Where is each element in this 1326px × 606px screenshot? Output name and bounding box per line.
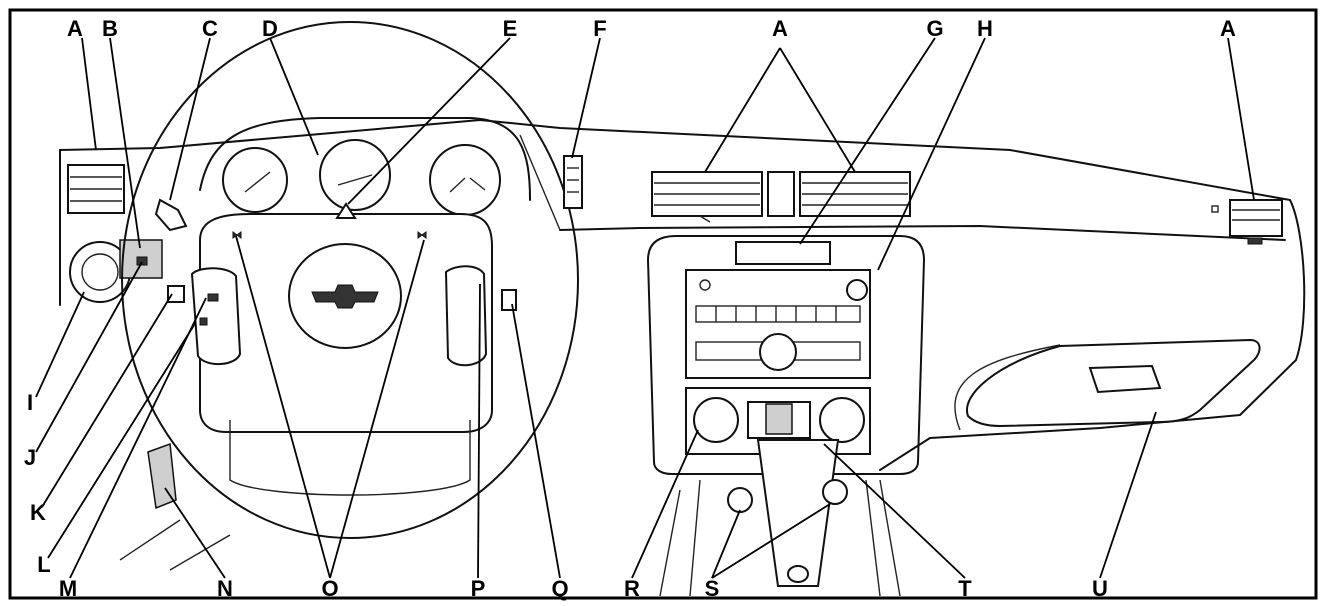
dashboard-outline xyxy=(59,119,1306,471)
label-a-right: A xyxy=(1220,16,1236,41)
right-air-vent xyxy=(1211,199,1283,245)
hazard-button xyxy=(335,202,357,219)
speedometer xyxy=(319,139,391,211)
label-i: I xyxy=(27,390,33,415)
label-o: O xyxy=(321,576,338,601)
label-p: P xyxy=(471,576,486,601)
left-outlet xyxy=(727,487,753,513)
tachometer xyxy=(222,147,288,213)
label-m: M xyxy=(59,576,77,601)
shift-lever xyxy=(756,439,840,587)
callout-lines xyxy=(35,37,1255,579)
callout-labels: A B C D E F A G H A I J K L M N O P Q R … xyxy=(24,16,1236,601)
label-a-left: A xyxy=(67,16,83,41)
label-h: H xyxy=(977,16,993,41)
label-l: L xyxy=(37,552,50,577)
right-outlet xyxy=(822,479,848,505)
label-j: J xyxy=(24,445,36,470)
security-light xyxy=(735,241,831,265)
label-t: T xyxy=(958,576,972,601)
fuel-temp-gauges xyxy=(429,144,501,216)
label-k: K xyxy=(30,500,46,525)
label-r: R xyxy=(624,576,640,601)
label-q: Q xyxy=(551,576,568,601)
label-e: E xyxy=(503,16,518,41)
left-air-vent xyxy=(67,164,125,214)
label-n: N xyxy=(217,576,233,601)
center-stack xyxy=(647,235,925,475)
label-a-center: A xyxy=(772,16,788,41)
headlamp-control xyxy=(69,239,163,303)
left-wheel-controls xyxy=(190,267,242,365)
label-c: C xyxy=(202,16,218,41)
center-air-vents xyxy=(651,171,911,223)
label-s: S xyxy=(705,576,720,601)
label-f: F xyxy=(593,16,606,41)
label-g: G xyxy=(926,16,943,41)
label-b: B xyxy=(102,16,118,41)
right-wheel-controls xyxy=(444,265,488,367)
dimmer-control xyxy=(563,155,583,209)
console xyxy=(659,439,901,597)
label-u: U xyxy=(1092,576,1108,601)
tilt-lever xyxy=(119,442,231,571)
diagram-frame xyxy=(8,8,1318,600)
steering-wheel xyxy=(121,21,579,539)
label-d: D xyxy=(262,16,278,41)
glove-box xyxy=(965,338,1261,428)
